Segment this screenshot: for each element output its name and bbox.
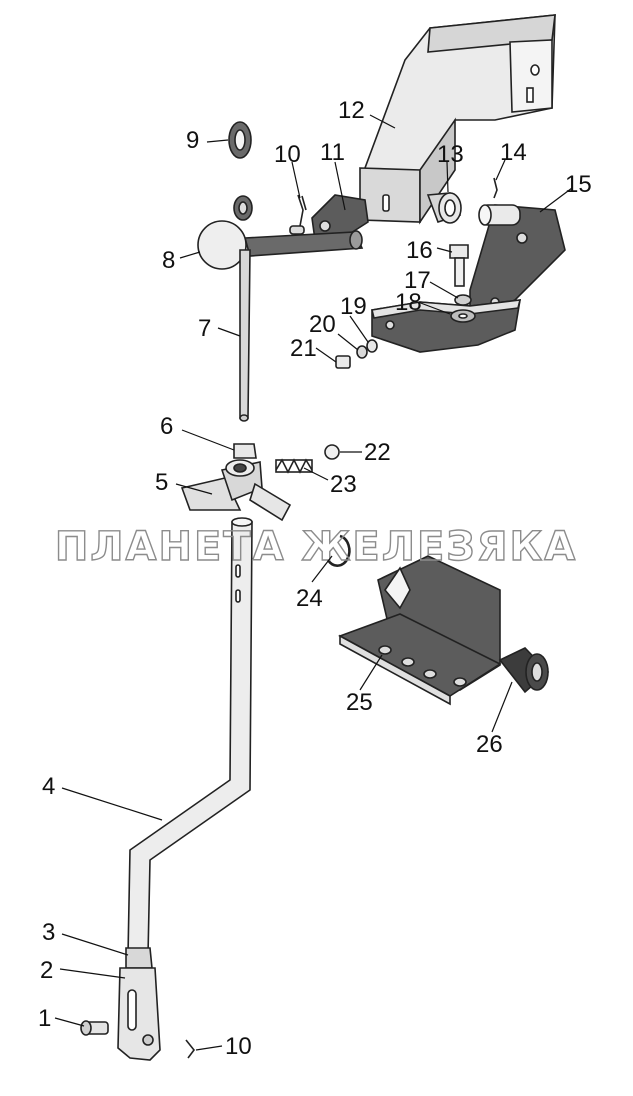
- callout-21: 21: [290, 335, 317, 362]
- part-16-bolt: [449, 244, 469, 287]
- part-26-rubber-bushing: [498, 647, 550, 694]
- part-17-spring-washer: [454, 294, 472, 306]
- part-23-spring: [275, 458, 313, 474]
- part-10-cotter-pin-bottom: [185, 1039, 196, 1059]
- part-21-bolt: [335, 355, 351, 369]
- callout-6: 6: [160, 413, 173, 440]
- callout-16: 16: [406, 237, 433, 264]
- callout-12: 12: [338, 97, 365, 124]
- part-24-snap-ring: [326, 534, 351, 567]
- part-20-washer: [356, 345, 368, 359]
- part-7-rod: [239, 249, 251, 422]
- watermark: ПЛАНЕТА ЖЕЛЕЗЯКА: [55, 524, 577, 570]
- callout-9: 9: [186, 127, 199, 154]
- part-3-nut: [125, 947, 153, 969]
- callout-14: 14: [500, 139, 527, 166]
- part-22-ball: [324, 444, 340, 460]
- callout-24: 24: [296, 585, 323, 612]
- part-13-bushing: [426, 192, 462, 224]
- part-18-flat-washer: [450, 309, 476, 323]
- callout-25: 25: [346, 689, 373, 716]
- part-25-mounting-bracket: [338, 555, 502, 706]
- callout-23: 23: [330, 471, 357, 498]
- callout-3: 3: [42, 919, 55, 946]
- callout-26: 26: [476, 731, 503, 758]
- part-1-pin: [80, 1020, 109, 1036]
- part-6-nut: [233, 443, 257, 459]
- callout-8: 8: [162, 247, 175, 274]
- part-4-shift-lever: [127, 517, 253, 956]
- callout-10b: 10: [225, 1033, 252, 1060]
- part-12-bracket-housing: [359, 14, 556, 225]
- callout-11: 11: [320, 139, 345, 166]
- callout-7: 7: [198, 315, 211, 342]
- callout-19: 19: [340, 293, 367, 320]
- part-2-clevis-fork: [117, 967, 161, 1061]
- callout-22: 22: [364, 439, 391, 466]
- part-8-knob-assembly: [197, 195, 364, 270]
- part-19-washer: [366, 339, 378, 353]
- part-5-tee-housing: [180, 459, 292, 522]
- part-10-cotter-pin-top: [297, 194, 307, 227]
- leader-lines: [54, 114, 573, 1051]
- part-9-ring: [228, 121, 252, 159]
- part-14-cotter-pin: [493, 177, 498, 199]
- callout-13: 13: [437, 141, 464, 168]
- callout-20: 20: [309, 311, 336, 338]
- callout-15: 15: [565, 171, 592, 198]
- callout-1: 1: [38, 1005, 51, 1032]
- callout-4: 4: [42, 773, 55, 800]
- callout-2: 2: [40, 957, 53, 984]
- callout-18: 18: [395, 289, 422, 316]
- mounting-plate: [371, 299, 522, 353]
- callout-10a: 10: [274, 141, 301, 168]
- callout-17: 17: [404, 267, 431, 294]
- callout-5: 5: [155, 469, 168, 496]
- callout-labels: 9 10 11 12 13 14 15 8 16 17 18 19 20 21 …: [38, 97, 592, 1060]
